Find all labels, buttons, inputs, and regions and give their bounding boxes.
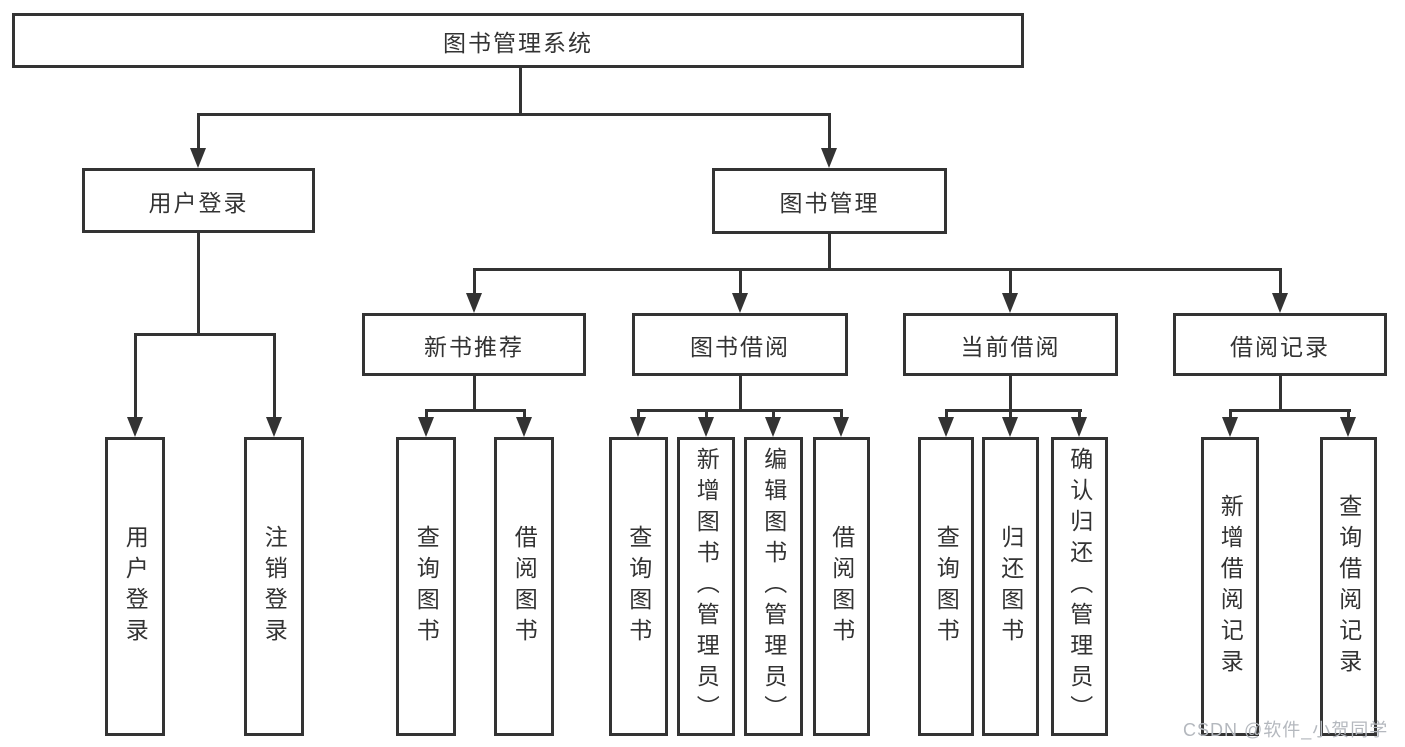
connector-line xyxy=(1228,409,1351,412)
connector-line xyxy=(197,113,831,116)
connector-arrow-down xyxy=(1222,417,1238,437)
leaf-label: 查询图书 xyxy=(933,524,960,649)
connector-line xyxy=(197,113,200,151)
connector-line xyxy=(772,409,775,419)
leaf-add-borrow-record: 新增借阅记录 xyxy=(1201,437,1259,736)
connector-arrow-down xyxy=(466,293,482,313)
connector-line xyxy=(472,268,1282,271)
leaf-label: 确认归还（管理员） xyxy=(1066,447,1093,726)
leaf-label: 借阅图书 xyxy=(828,524,855,649)
connector-line xyxy=(637,409,640,419)
connector-arrow-down xyxy=(833,417,849,437)
leaf-query-borrow-record: 查询借阅记录 xyxy=(1320,437,1377,736)
node-label: 图书借阅 xyxy=(690,333,790,360)
connector-arrow-down xyxy=(1002,293,1018,313)
connector-arrow-down xyxy=(938,417,954,437)
leaf-return-book: 归还图书 xyxy=(982,437,1039,736)
node-current-borrowing: 当前借阅 xyxy=(903,313,1118,376)
connector-line xyxy=(944,409,948,419)
node-book-management: 图书管理 xyxy=(712,168,947,234)
leaf-label: 新增借阅记录 xyxy=(1217,493,1244,680)
connector-line xyxy=(739,374,742,411)
node-label: 图书管理系统 xyxy=(443,29,593,56)
node-user-login: 用户登录 xyxy=(82,168,315,233)
connector-line xyxy=(133,333,276,336)
connector-line xyxy=(1228,409,1232,419)
connector-line xyxy=(944,409,1082,412)
node-label: 借阅记录 xyxy=(1230,333,1330,360)
connector-arrow-down xyxy=(698,417,714,437)
connector-line xyxy=(739,268,742,295)
connector-line xyxy=(1278,268,1282,295)
leaf-label: 编辑图书（管理员） xyxy=(760,447,787,726)
connector-arrow-down xyxy=(1071,417,1087,437)
node-label: 当前借阅 xyxy=(960,333,1061,360)
connector-line xyxy=(424,409,428,419)
connector-arrow-down xyxy=(732,293,748,313)
connector-line xyxy=(1347,409,1350,419)
connector-arrow-down xyxy=(190,148,206,168)
connector-line xyxy=(637,409,843,412)
connector-line xyxy=(197,231,200,335)
connector-line xyxy=(840,409,843,419)
leaf-logout: 注销登录 xyxy=(244,437,304,736)
connector-line xyxy=(828,232,831,270)
node-label: 图书管理 xyxy=(779,190,880,216)
connector-line xyxy=(1009,268,1012,295)
connector-line xyxy=(424,409,526,412)
connector-arrow-down xyxy=(630,417,646,437)
connector-line xyxy=(1009,409,1012,419)
leaf-user-login: 用户登录 xyxy=(105,437,165,736)
connector-line xyxy=(1009,374,1012,411)
connector-line xyxy=(522,409,526,419)
leaf-borrow-books-borrowing: 借阅图书 xyxy=(813,437,870,736)
connector-arrow-down xyxy=(127,417,143,437)
connector-line xyxy=(472,268,476,295)
leaf-label: 借阅图书 xyxy=(511,524,538,649)
connector-line xyxy=(1078,409,1081,419)
connector-arrow-down xyxy=(1340,417,1356,437)
leaf-borrow-books-recommend: 借阅图书 xyxy=(494,437,554,736)
leaf-query-books-borrowing: 查询图书 xyxy=(609,437,668,736)
leaf-query-books-current: 查询图书 xyxy=(918,437,974,736)
connector-line xyxy=(704,409,708,419)
csdn-watermark: CSDN @软件_小贺同学 xyxy=(1183,720,1389,740)
connector-arrow-down xyxy=(516,417,532,437)
leaf-label: 注销登录 xyxy=(261,524,288,649)
connector-line xyxy=(828,113,831,151)
connector-arrow-down xyxy=(418,417,434,437)
leaf-edit-book-admin: 编辑图书（管理员） xyxy=(744,437,803,736)
leaf-query-books-recommend: 查询图书 xyxy=(396,437,456,736)
leaf-label: 新增图书（管理员） xyxy=(693,447,720,726)
node-new-book-recommend: 新书推荐 xyxy=(362,313,586,376)
node-label: 用户登录 xyxy=(148,189,249,216)
connector-arrow-down xyxy=(765,417,781,437)
connector-line xyxy=(519,66,522,115)
node-system-root: 图书管理系统 xyxy=(12,13,1024,68)
node-borrowing-records: 借阅记录 xyxy=(1173,313,1387,376)
leaf-label: 用户登录 xyxy=(122,524,149,649)
leaf-label: 查询图书 xyxy=(625,524,652,649)
leaf-label: 查询借阅记录 xyxy=(1335,493,1362,680)
connector-arrow-down xyxy=(821,148,837,168)
connector-arrow-down xyxy=(266,417,282,437)
connector-arrow-down xyxy=(1272,293,1288,313)
connector-arrow-down xyxy=(1002,417,1018,437)
connector-line xyxy=(272,333,276,419)
node-label: 新书推荐 xyxy=(424,333,524,360)
leaf-confirm-return-admin: 确认归还（管理员） xyxy=(1051,437,1108,736)
connector-line xyxy=(1278,374,1282,411)
connector-line xyxy=(133,333,137,419)
leaf-label: 归还图书 xyxy=(997,524,1024,649)
node-book-borrowing: 图书借阅 xyxy=(632,313,848,376)
leaf-label: 查询图书 xyxy=(413,524,440,649)
leaf-add-book-admin: 新增图书（管理员） xyxy=(677,437,735,736)
connector-line xyxy=(472,374,476,411)
